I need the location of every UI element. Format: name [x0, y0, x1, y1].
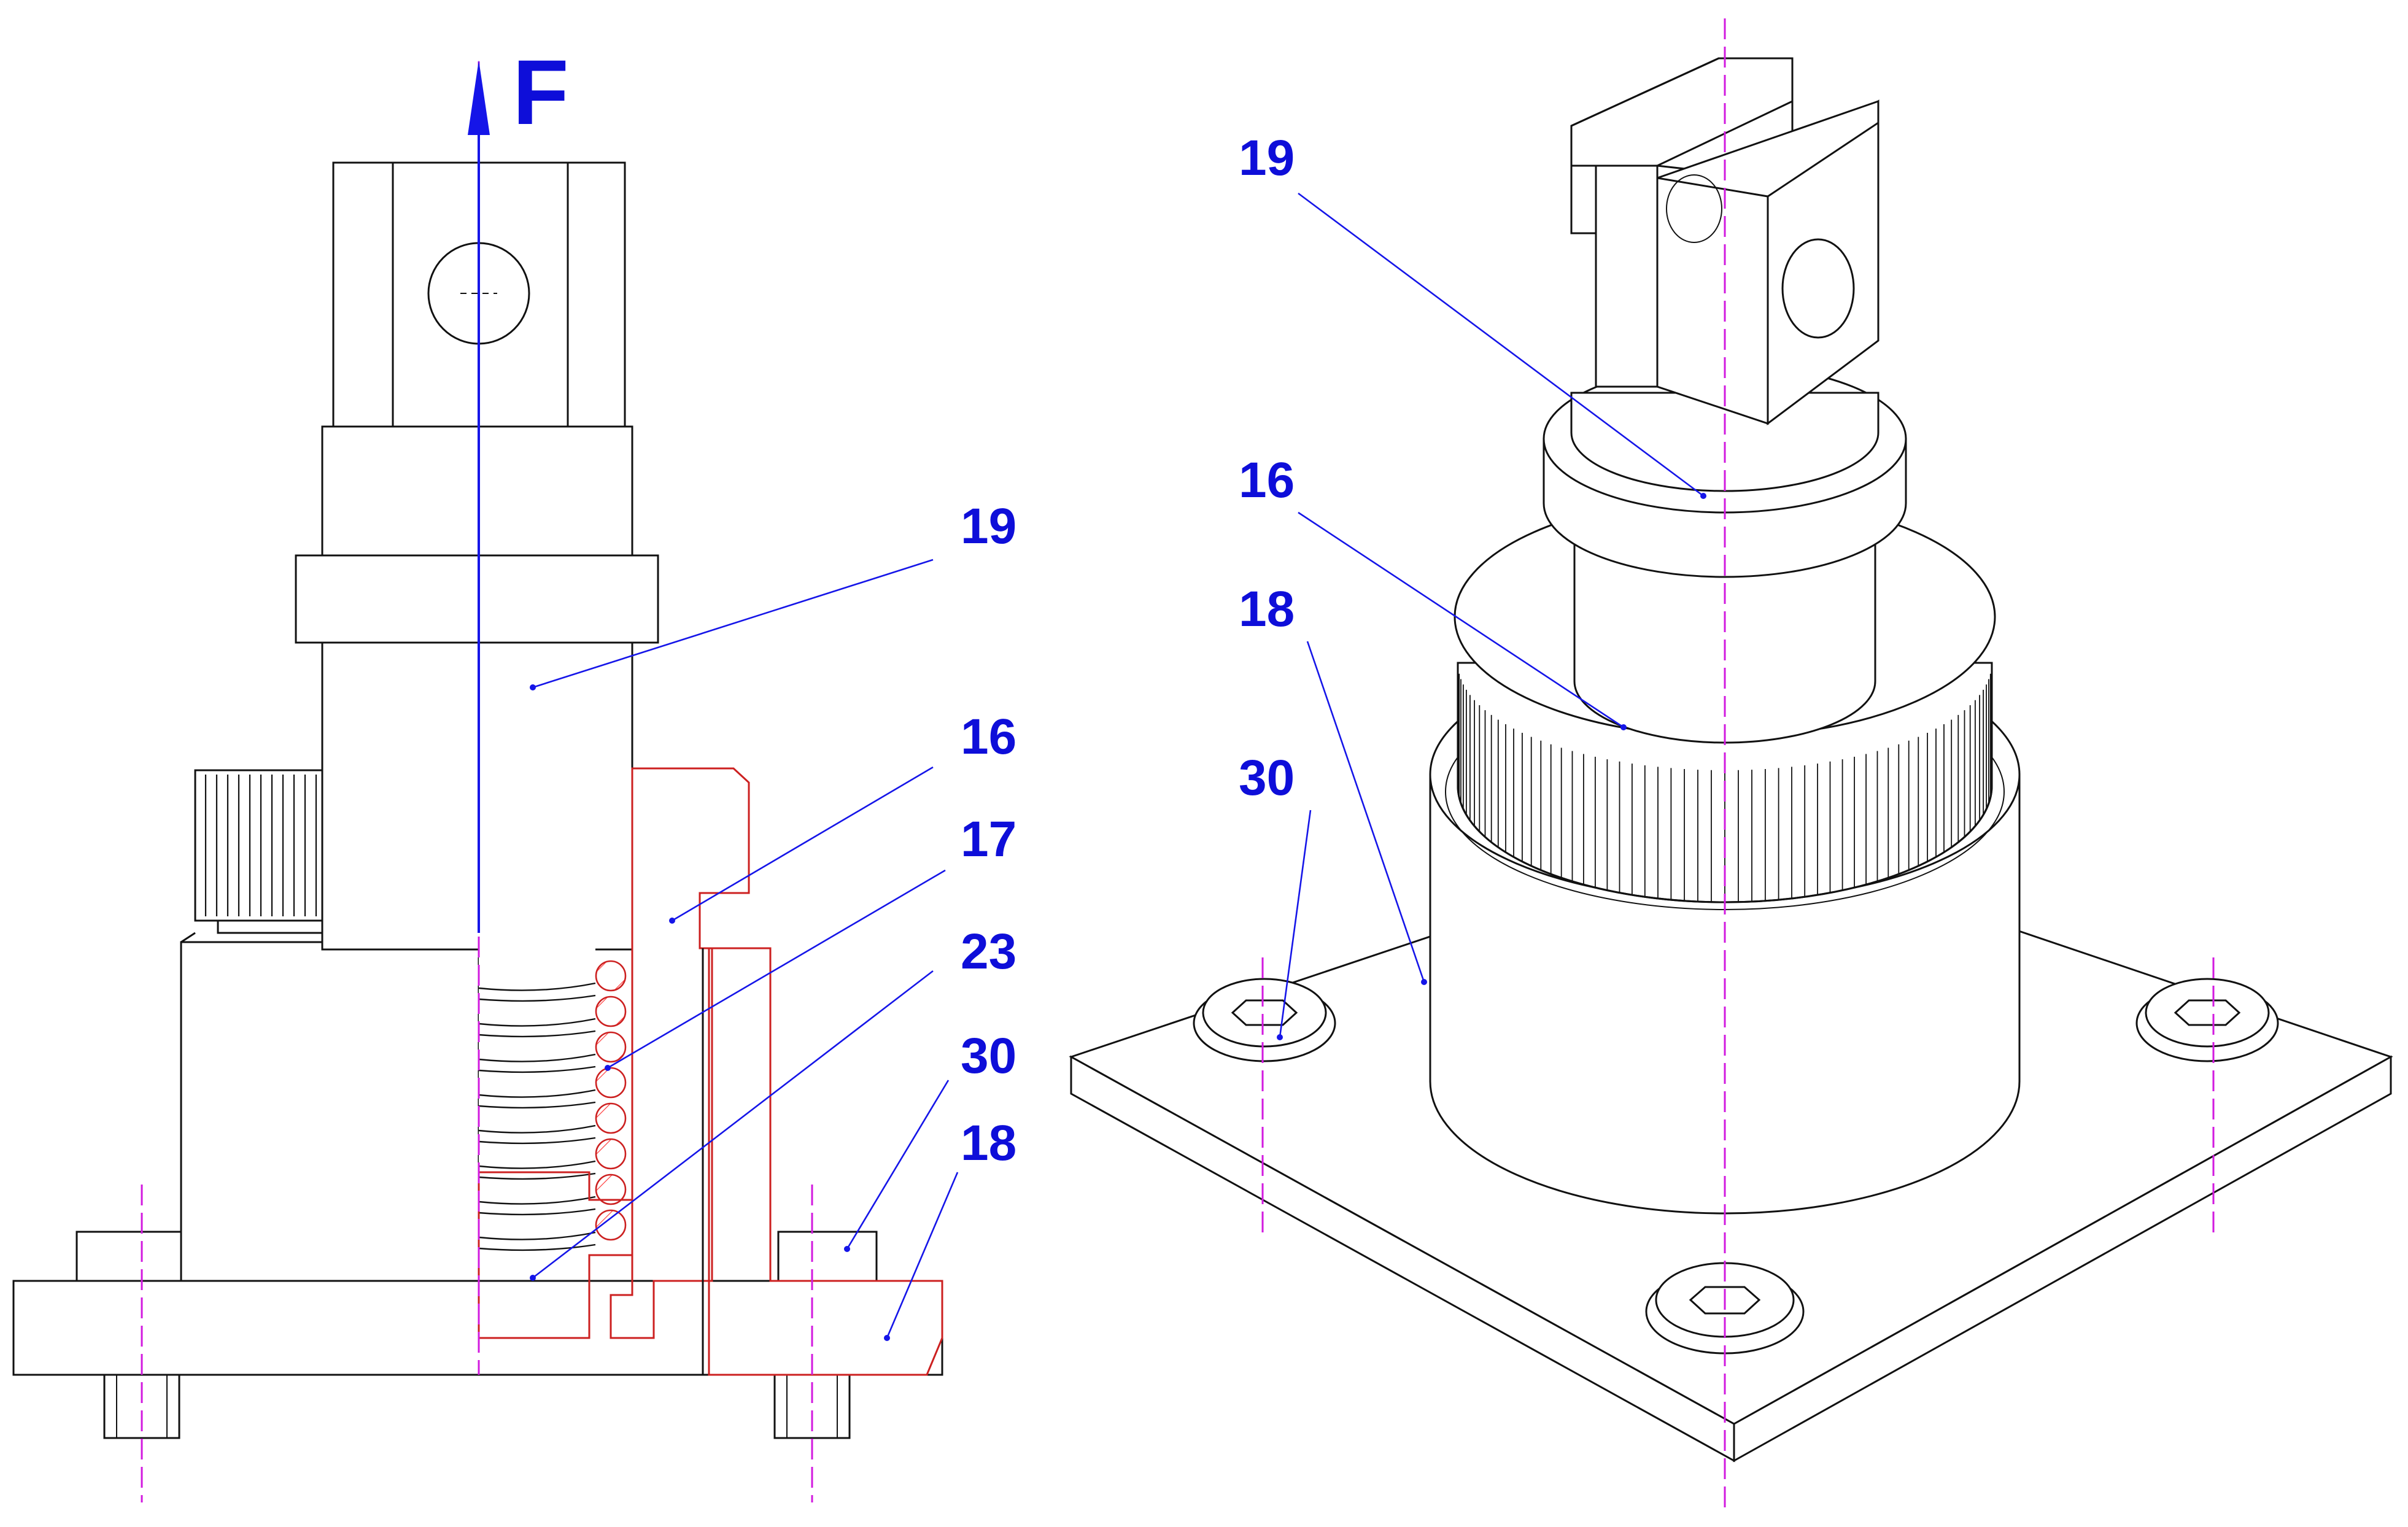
iso-leaders — [1277, 192, 1706, 1040]
housing-body — [180, 941, 480, 1282]
plunger — [295, 161, 659, 1052]
spring-section — [478, 948, 627, 1251]
iso-pin-hole — [1781, 238, 1855, 339]
force-arrow: F — [468, 41, 569, 933]
isometric-view: 19 16 18 30 — [1069, 18, 2393, 1510]
callout-17: 17 — [961, 811, 1016, 867]
iso-callout-30: 30 — [1239, 750, 1295, 806]
iso-callout-16: 16 — [1239, 452, 1295, 508]
section-leaders — [530, 559, 959, 1341]
iso-callouts: 19 16 18 30 — [1239, 130, 1295, 806]
sleeve-section — [610, 767, 750, 1339]
callout-18: 18 — [961, 1115, 1016, 1171]
iso-callout-18: 18 — [1239, 581, 1295, 637]
callout-23: 23 — [961, 924, 1016, 980]
iso-cap-screw-right — [2135, 978, 2279, 1062]
callout-19: 19 — [961, 498, 1016, 554]
force-label: F — [513, 41, 569, 144]
callout-30: 30 — [961, 1028, 1016, 1084]
base-section — [702, 947, 943, 1376]
section-view: F 19 16 17 23 30 18 — [12, 41, 1016, 1502]
iso-cap-screw-left — [1193, 978, 1336, 1062]
section-callouts: 19 16 17 23 30 18 — [961, 498, 1016, 1171]
callout-16: 16 — [961, 709, 1016, 765]
iso-callout-19: 19 — [1239, 130, 1295, 186]
